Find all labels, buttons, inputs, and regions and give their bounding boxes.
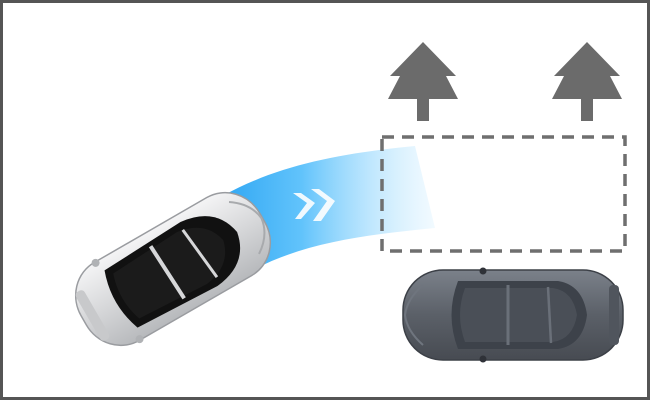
tree-icon — [388, 42, 458, 121]
direction-chevron-icon — [293, 189, 335, 221]
parking-space — [380, 135, 627, 253]
car-icon — [74, 191, 272, 347]
tree-icon — [552, 42, 622, 121]
diagram-canvas — [74, 42, 627, 363]
car-icon — [402, 267, 624, 363]
